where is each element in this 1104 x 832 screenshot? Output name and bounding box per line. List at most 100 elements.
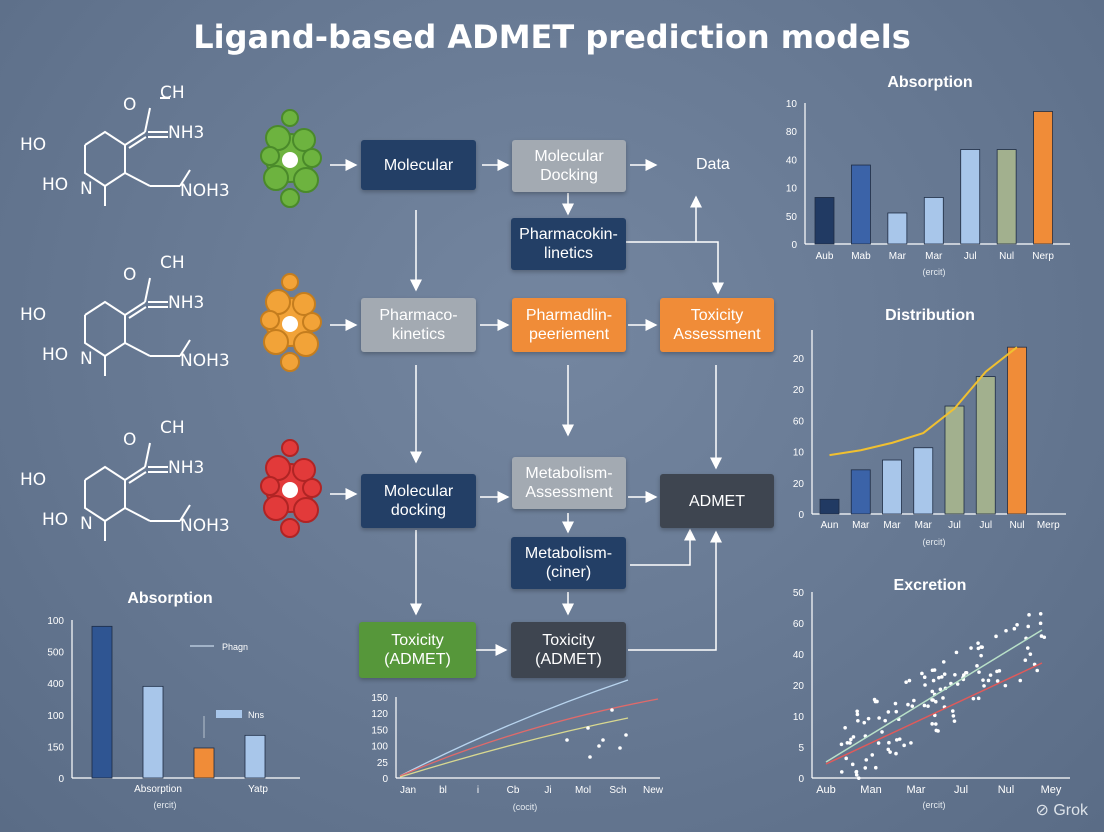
absorption-top-bar [996, 149, 1017, 245]
excretion-point [849, 737, 853, 742]
admet-box[interactable]: ADMET [660, 474, 774, 528]
svg-text:HO: HO [20, 470, 46, 490]
absorption-bottom-ytick: 0 [58, 774, 64, 785]
absorption-bottom-xlabel: (ercit) [154, 800, 177, 810]
excretion-point [902, 743, 906, 748]
excretion-point [909, 741, 913, 745]
absorption-bottom-legend-swatch [216, 710, 242, 718]
excretion-fit-line-2 [825, 662, 1043, 765]
pharmacokinetics-grey-box[interactable]: Pharmaco- kinetics [361, 298, 476, 352]
molecular-docking-navy-box[interactable]: Molecular docking [361, 474, 476, 528]
distribution-xtick: Aun [821, 520, 839, 531]
watermark: ⊘ Grok [1035, 800, 1088, 820]
line-chart-point [597, 744, 601, 748]
excretion-point [922, 703, 927, 708]
watermark-text: Grok [1053, 802, 1088, 819]
excretion-point [938, 687, 943, 692]
svg-text:N: N [80, 349, 93, 369]
toxicity-admet-green-box[interactable]: Toxicity (ADMET) [359, 622, 476, 678]
molecule-label-ho: HO [20, 135, 46, 155]
excretion-point [886, 747, 891, 752]
excretion-xtick: Man [860, 784, 881, 796]
distribution-bar [913, 447, 934, 515]
distribution-xtick: Merp [1037, 520, 1060, 531]
excretion-point [843, 725, 847, 730]
absorption-bottom-ytick: 400 [47, 679, 64, 690]
excretion-point [856, 718, 860, 723]
svg-text:O: O [123, 265, 136, 285]
line-chart-series-blue [399, 679, 629, 777]
data-label: Data [696, 156, 730, 173]
line-chart-point [565, 738, 569, 742]
toxicity-admet-dark-box[interactable]: Toxicity (ADMET) [511, 622, 626, 678]
metabolism-box[interactable]: Metabolism- (ciner) [511, 537, 626, 589]
metabolism-assessment-box[interactable]: Metabolism- Assessment [512, 457, 626, 509]
excretion-ytick: 0 [798, 774, 804, 785]
svg-text:N: N [80, 514, 93, 534]
excretion-point [941, 660, 946, 664]
toxicity-assessment-box[interactable]: Toxicity Assessment [660, 298, 774, 352]
excretion-point [1026, 624, 1031, 629]
excretion-point [988, 673, 993, 677]
excretion-point [953, 672, 957, 677]
excretion-point [930, 698, 934, 702]
excretion-point [848, 741, 852, 745]
line-chart-xtick: Cb [507, 785, 520, 796]
distribution-ytick: 10 [793, 448, 805, 459]
line-chart-xtick: New [643, 785, 664, 796]
absorption-bottom-legend-1: Phagn [222, 642, 248, 652]
absorption-bottom-ytick: 100 [47, 616, 64, 627]
excretion-point [922, 675, 927, 680]
molecule-label-ch: CH [160, 83, 185, 103]
excretion-point [894, 738, 899, 742]
molecular-docking-box[interactable]: Molecular Docking [512, 140, 626, 192]
absorption-top-ytick: 50 [786, 212, 798, 223]
excretion-xtick: Nul [998, 784, 1015, 796]
line-chart-series-yellow [399, 717, 629, 778]
excretion-point [955, 682, 960, 686]
absorption-top-bar [887, 212, 908, 245]
excretion-point [1018, 678, 1023, 683]
excretion-point [888, 750, 892, 754]
excretion-point [952, 719, 957, 723]
pharmacodynamics-experiment-box[interactable]: Pharmadlin- peeriement [512, 298, 626, 352]
excretion-point [971, 696, 976, 701]
excretion-point [894, 751, 898, 756]
excretion-point [839, 742, 844, 747]
line-chart-xtick: bl [439, 785, 447, 796]
excretion-point [883, 718, 887, 723]
excretion-point [976, 641, 980, 645]
pharmacokinetics-box[interactable]: Pharmacokin- linetics [511, 218, 626, 270]
line-chart-ytick: 0 [382, 774, 388, 785]
distribution-xtick: Mar [852, 520, 870, 531]
svg-text:HO: HO [42, 510, 68, 530]
svg-text:NH3: NH3 [168, 293, 204, 313]
line-chart-point [624, 733, 628, 737]
molecular-box[interactable]: Molecular [361, 140, 476, 190]
excretion-ytick: 10 [793, 712, 805, 723]
excretion-point [950, 709, 955, 713]
chart-title-absorption-bottom: Absorption [127, 590, 213, 607]
grok-logo-icon: ⊘ [1035, 802, 1049, 819]
absorption-top-bar [923, 197, 944, 245]
svg-text:NH3: NH3 [168, 458, 204, 478]
distribution-bar [819, 498, 840, 515]
excretion-point [876, 741, 881, 745]
molecule-label-noh: NOH3 [180, 181, 230, 201]
distribution-bar [944, 405, 965, 515]
line-chart-ytick: 150 [371, 693, 388, 704]
excretion-point [995, 669, 999, 674]
absorption-top-ytick: 10 [786, 184, 798, 195]
excretion-point [1004, 628, 1008, 633]
absorption-top-xtick: Mar [925, 251, 943, 262]
distribution-ytick: 20 [793, 385, 805, 396]
excretion-point [1038, 621, 1043, 626]
absorption-top-xtick: Mab [851, 251, 871, 262]
molecule-structure-1: O CH NH3 HO HO N NOH3 OH [20, 83, 230, 206]
excretion-point [1039, 634, 1044, 638]
absorption-top-xtick: Jul [964, 251, 977, 262]
excretion-point [1003, 683, 1008, 688]
line-chart-ytick: 25 [377, 758, 389, 769]
